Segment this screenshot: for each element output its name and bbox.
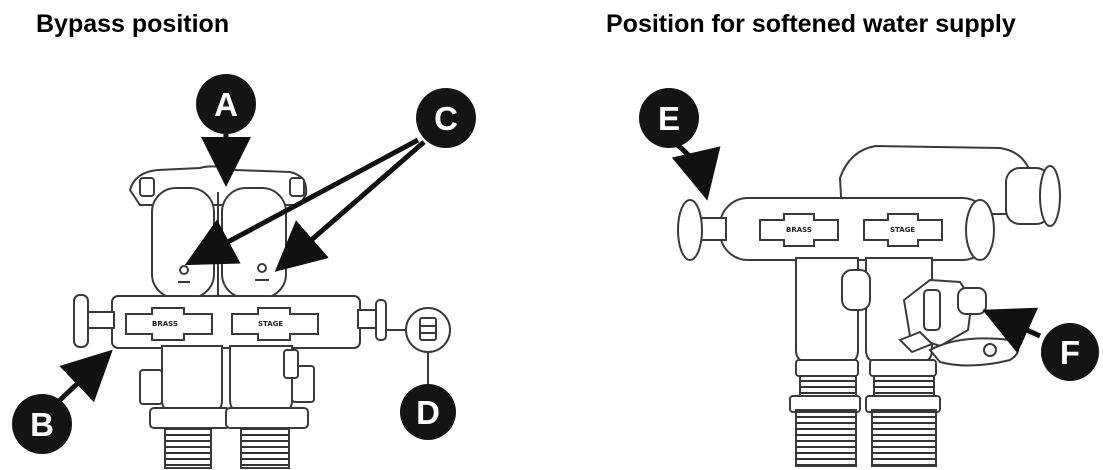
svg-text:D: D xyxy=(416,394,440,431)
callout-b: B xyxy=(12,394,72,454)
svg-text:A: A xyxy=(214,86,238,123)
callout-c: C xyxy=(416,88,476,148)
bypass-arrows xyxy=(56,134,426,404)
bypass-left-port-label: BRASS xyxy=(152,320,178,328)
bypass-right-port-label: STAGE xyxy=(258,320,283,328)
callout-d: D xyxy=(400,384,456,440)
callout-e: E xyxy=(639,88,699,148)
svg-text:C: C xyxy=(434,100,458,137)
softened-arrows xyxy=(671,141,1042,354)
softened-supply-heading: Position for softened water supply xyxy=(606,10,1016,38)
svg-text:B: B xyxy=(30,406,54,443)
arrow-c-right xyxy=(274,140,426,272)
softened-right-port-label: STAGE xyxy=(890,226,915,234)
softened-left-port-label: BRASS xyxy=(786,226,812,234)
svg-text:E: E xyxy=(658,100,680,137)
bypass-valve-illustration xyxy=(73,165,451,469)
softened-valve-illustration xyxy=(677,144,1061,467)
arrow-e xyxy=(671,141,721,201)
arrow-f xyxy=(982,307,1042,354)
arrow-b xyxy=(56,349,113,404)
callout-f: F xyxy=(1041,323,1099,381)
svg-text:F: F xyxy=(1060,334,1080,371)
bypass-position-heading: Bypass position xyxy=(36,10,230,38)
arrow-c-left xyxy=(184,137,420,266)
callout-a: A xyxy=(196,74,256,134)
